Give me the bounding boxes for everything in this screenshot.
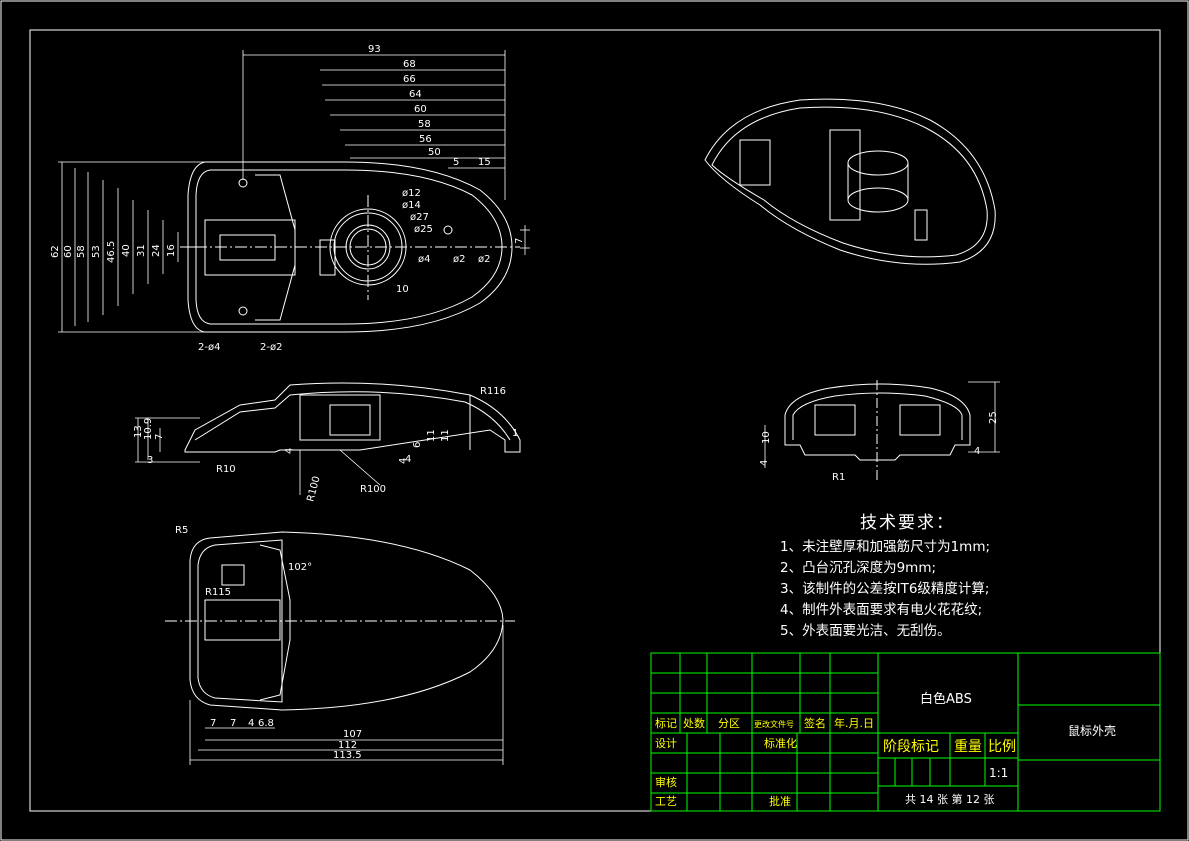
top-dim-h-2: 66 xyxy=(403,74,416,85)
tb-ratio: 比例 xyxy=(988,739,1016,755)
callout-0: ø12 xyxy=(402,188,421,199)
bottom-angle: 102° xyxy=(288,562,312,573)
top-dim-h-7: 50 xyxy=(428,147,441,158)
tech-item-4: 4、制件外表面要求有电火花花纹; xyxy=(780,602,983,618)
side-inner-3: 11 xyxy=(426,429,437,442)
top-dim-v-0: 62 xyxy=(50,245,61,258)
tb-header-0: 标记 xyxy=(655,716,677,730)
top-dim-h-8: 5 xyxy=(453,157,459,168)
tb-scale: 1:1 xyxy=(989,766,1008,780)
bottom-radius-0: R5 xyxy=(175,525,188,536)
callout-7: 2-ø4 xyxy=(198,342,220,353)
callout-3: ø25 xyxy=(414,224,433,235)
top-dim-h-5: 58 xyxy=(418,119,431,130)
callout-5: ø2 xyxy=(453,254,465,265)
top-view xyxy=(180,161,520,333)
bottom-small-3: 6.8 xyxy=(258,718,274,729)
tb-material: 白色ABS xyxy=(920,691,972,707)
tb-design: 设计 xyxy=(655,737,677,750)
top-dim-h-0: 93 xyxy=(368,44,381,55)
callout-9: 10 xyxy=(396,284,409,295)
top-dim-h-3: 64 xyxy=(409,89,422,100)
callout-1: ø14 xyxy=(402,200,421,211)
tb-header-4: 签名 xyxy=(804,716,826,730)
isometric-view xyxy=(704,98,996,265)
bottom-small-2: 4 xyxy=(248,718,254,729)
side-radius-2: R100 xyxy=(305,475,322,503)
top-dim-h-4: 60 xyxy=(414,104,427,115)
bottom-overall-1: 112 xyxy=(338,740,357,751)
tb-header-3: 更改文件号 xyxy=(754,719,794,729)
front-dim-2: 25 xyxy=(988,411,999,424)
callout-4: ø4 xyxy=(418,254,430,265)
front-dim-3: 4 xyxy=(974,446,980,457)
top-dim-h-9: 15 xyxy=(478,157,491,168)
tb-craft: 工艺 xyxy=(655,795,677,808)
tb-review: 审核 xyxy=(655,775,677,789)
top-dim-right: 7 xyxy=(514,238,525,244)
side-inner-5: 1 xyxy=(512,428,518,439)
tb-part-name: 鼠标外壳 xyxy=(1068,724,1116,738)
side-inner-6: 4 xyxy=(405,454,411,465)
tech-item-2: 2、凸台沉孔深度为9mm; xyxy=(780,560,937,576)
side-radius-3: R100 xyxy=(360,484,386,495)
top-dim-h-1: 68 xyxy=(403,59,416,70)
tb-weight: 重量 xyxy=(954,739,982,755)
top-dim-v-5: 40 xyxy=(121,244,132,257)
tb-standard: 标准化 xyxy=(764,736,797,750)
bottom-small-1: 7 xyxy=(230,718,236,729)
tb-header-5: 年.月.日 xyxy=(834,716,874,730)
side-dim-2: 7 xyxy=(154,434,165,440)
bottom-overall-0: 107 xyxy=(343,729,362,740)
top-dim-v-7: 24 xyxy=(151,244,162,257)
side-dim-0: 13 xyxy=(133,425,144,438)
bottom-overall-2: 113.5 xyxy=(333,750,362,761)
side-dim-3: 3 xyxy=(147,455,153,466)
bottom-radius-1: R115 xyxy=(205,587,231,598)
callout-6: ø2 xyxy=(478,254,490,265)
side-inner-2: 6 xyxy=(412,442,423,448)
tech-item-1: 1、未注壁厚和加强筋尺寸为1mm; xyxy=(780,539,991,555)
side-radius-0: R116 xyxy=(480,386,506,397)
front-dim-0: 10 xyxy=(761,431,772,444)
top-dim-v-2: 58 xyxy=(76,245,87,258)
side-radius-1: R10 xyxy=(216,464,236,475)
side-inner-0: 4 xyxy=(284,448,295,454)
top-dim-v-4: 46.5 xyxy=(106,241,117,263)
tb-approve: 批准 xyxy=(769,794,791,808)
front-dim-1: 4 xyxy=(759,460,770,466)
side-inner-1: 4 xyxy=(398,458,409,464)
callout-8: 2-ø2 xyxy=(260,342,282,353)
tech-item-3: 3、该制件的公差按IT6级精度计算; xyxy=(780,581,990,597)
tb-header-1: 处数 xyxy=(683,717,705,730)
inner-border xyxy=(29,29,1161,812)
front-view xyxy=(784,380,971,480)
top-dim-v-1: 60 xyxy=(63,245,74,258)
title-block xyxy=(650,652,1161,812)
tb-header-2: 分区 xyxy=(718,717,740,730)
side-inner-4: 11 xyxy=(440,429,451,442)
top-dim-v-6: 31 xyxy=(136,244,147,257)
front-radius: R1 xyxy=(832,472,845,483)
side-view xyxy=(184,382,521,453)
callout-2: ø27 xyxy=(410,212,429,223)
bottom-view xyxy=(165,531,515,711)
tech-item-5: 5、外表面要光洁、无刮伤。 xyxy=(780,623,951,639)
tech-title: 技术要求： xyxy=(860,513,955,533)
technical-requirements: 技术要求： 1、未注壁厚和加强筋尺寸为1mm; 2、凸台沉孔深度为9mm; 3、… xyxy=(780,508,990,642)
side-dim-1: 10.9 xyxy=(143,418,154,440)
top-dim-v-8: 16 xyxy=(166,244,177,257)
tb-sheets: 共 14 张 第 12 张 xyxy=(905,792,994,806)
top-dim-h-6: 56 xyxy=(419,134,432,145)
tb-stage: 阶段标记 xyxy=(883,739,939,755)
top-dim-v-3: 53 xyxy=(91,245,102,258)
bottom-small-0: 7 xyxy=(210,718,216,729)
